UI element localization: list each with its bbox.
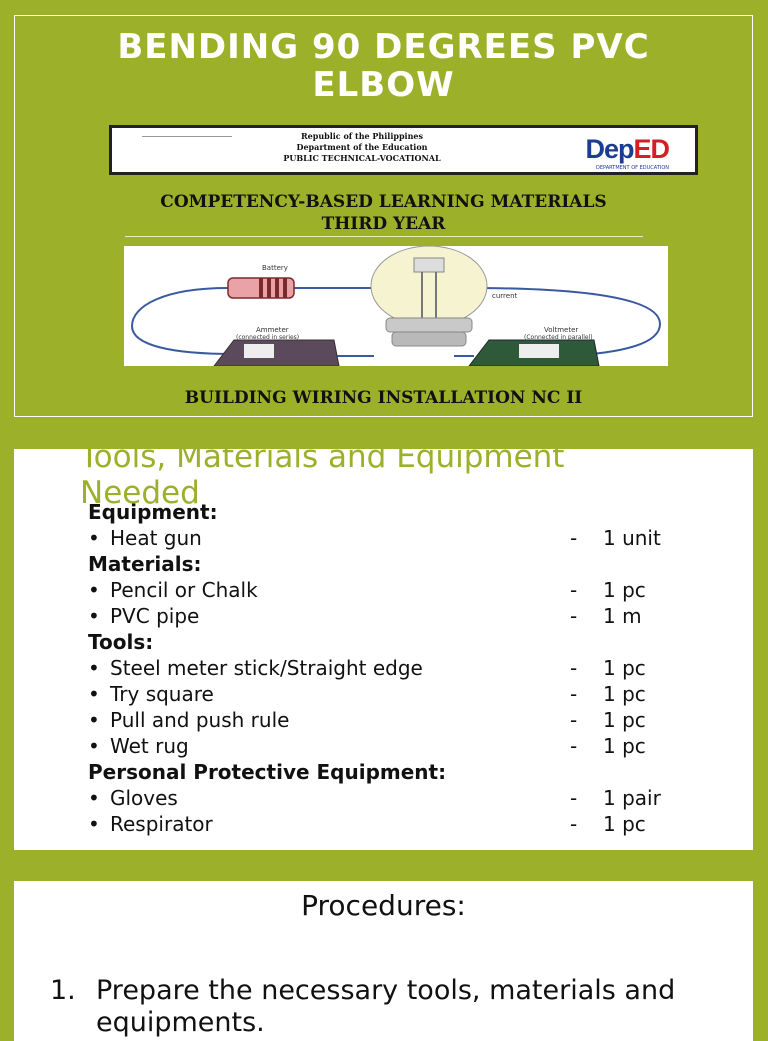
cover-title-line2: ELBOW [312, 65, 455, 105]
item-quantity: 1 unit [603, 526, 661, 550]
item-dash: - [570, 734, 578, 758]
item-name: Pencil or Chalk [110, 578, 258, 602]
item-dash: - [570, 526, 578, 550]
bullet-icon: • [88, 734, 100, 758]
item-dash: - [570, 812, 578, 836]
ammeter-note: (connected in series) [236, 334, 299, 341]
list-item: • Wet rug - 1 pc [88, 733, 708, 759]
item-quantity: 1 pair [603, 786, 661, 810]
item-name: Steel meter stick/Straight edge [110, 656, 423, 680]
item-name: Respirator [110, 812, 213, 836]
item-dash: - [570, 604, 578, 628]
list-item: • Pull and push rule - 1 pc [88, 707, 708, 733]
step-number: 1. [50, 975, 76, 1006]
ammeter-label: Ammeter [256, 326, 289, 334]
banner-line2: Department of the Education [296, 142, 428, 152]
procedures-slide: Procedures: 1. Prepare the necessary too… [14, 881, 753, 1041]
bullet-icon: • [88, 578, 100, 602]
banner-line3: PUBLIC TECHNICAL-VOCATIONAL [283, 153, 441, 163]
bullet-icon: • [88, 682, 100, 706]
step-text: Prepare the necessary tools, materials a… [96, 975, 676, 1038]
deped-logo: DepED [585, 134, 670, 165]
item-name: Heat gun [110, 526, 202, 550]
bullet-icon: • [88, 812, 100, 836]
item-dash: - [570, 786, 578, 810]
item-dash: - [570, 708, 578, 732]
deped-banner: Republic of the Philippines Department o… [109, 125, 698, 175]
banner-text: Republic of the Philippines Department o… [202, 131, 522, 164]
voltmeter-label: Voltmeter [544, 326, 578, 334]
cover-title: BENDING 90 DEGREES PVC ELBOW [15, 28, 752, 104]
item-name: Wet rug [110, 734, 189, 758]
item-dash: - [570, 578, 578, 602]
year-heading: THIRD YEAR [321, 214, 446, 234]
list-item: • Heat gun - 1 unit [88, 525, 708, 551]
list-item: • PVC pipe - 1 m [88, 603, 708, 629]
list-item: • Pencil or Chalk - 1 pc [88, 577, 708, 603]
bullet-icon: • [88, 604, 100, 628]
section-heading: Materials: [88, 552, 202, 576]
item-quantity: 1 pc [603, 812, 646, 836]
item-quantity: 1 pc [603, 734, 646, 758]
tools-slide-title: Tools, Materials and Equipment Needed [80, 449, 565, 511]
current-label: current [492, 292, 518, 300]
bullet-icon: • [88, 708, 100, 732]
section-heading: Personal Protective Equipment: [88, 760, 447, 784]
item-name: Pull and push rule [110, 708, 290, 732]
procedures-title: Procedures: [301, 889, 466, 922]
deped-logo-dep: Dep [585, 134, 634, 164]
ammeter-shape [212, 339, 340, 367]
item-quantity: 1 m [603, 604, 642, 628]
bullet-icon: • [88, 786, 100, 810]
signature-line [142, 136, 232, 137]
list-item: • Try square - 1 pc [88, 681, 708, 707]
list-item: • Steel meter stick/Straight edge - 1 pc [88, 655, 708, 681]
voltmeter-note: (Connected in parallel) [524, 334, 593, 341]
cblm-heading: COMPETENCY-BASED LEARNING MATERIALS [160, 192, 607, 212]
item-quantity: 1 pc [603, 682, 646, 706]
item-dash: - [570, 656, 578, 680]
banner-line1: Republic of the Philippines [300, 131, 423, 141]
item-quantity: 1 pc [603, 656, 646, 680]
deped-logo-ed: ED [633, 134, 670, 164]
cover-title-line1: BENDING 90 DEGREES PVC [117, 27, 650, 67]
battery-label: Battery [262, 264, 288, 272]
item-name: Try square [110, 682, 214, 706]
item-name: PVC pipe [110, 604, 200, 628]
circuit-illustration: Battery current Ammeter (connected in se… [130, 245, 662, 367]
course-title: BUILDING WIRING INSTALLATION NC II [184, 388, 583, 408]
circuit-diagram: Battery current Ammeter (connected in se… [124, 245, 668, 367]
bullet-icon: • [88, 526, 100, 550]
deped-logo-subtitle: DEPARTMENT OF EDUCATION [596, 165, 669, 171]
item-name: Gloves [110, 786, 178, 810]
item-dash: - [570, 682, 578, 706]
cover-slide: BENDING 90 DEGREES PVC ELBOW Republic of… [14, 15, 753, 417]
tools-slide: Tools, Materials and Equipment Needed Eq… [14, 449, 753, 850]
bullet-icon: • [88, 656, 100, 680]
divider [125, 236, 643, 237]
list-item: • Gloves - 1 pair [88, 785, 708, 811]
section-heading: Equipment: [88, 500, 218, 524]
section-heading: Tools: [88, 630, 154, 654]
item-quantity: 1 pc [603, 578, 646, 602]
list-item: • Respirator - 1 pc [88, 811, 708, 837]
item-quantity: 1 pc [603, 708, 646, 732]
